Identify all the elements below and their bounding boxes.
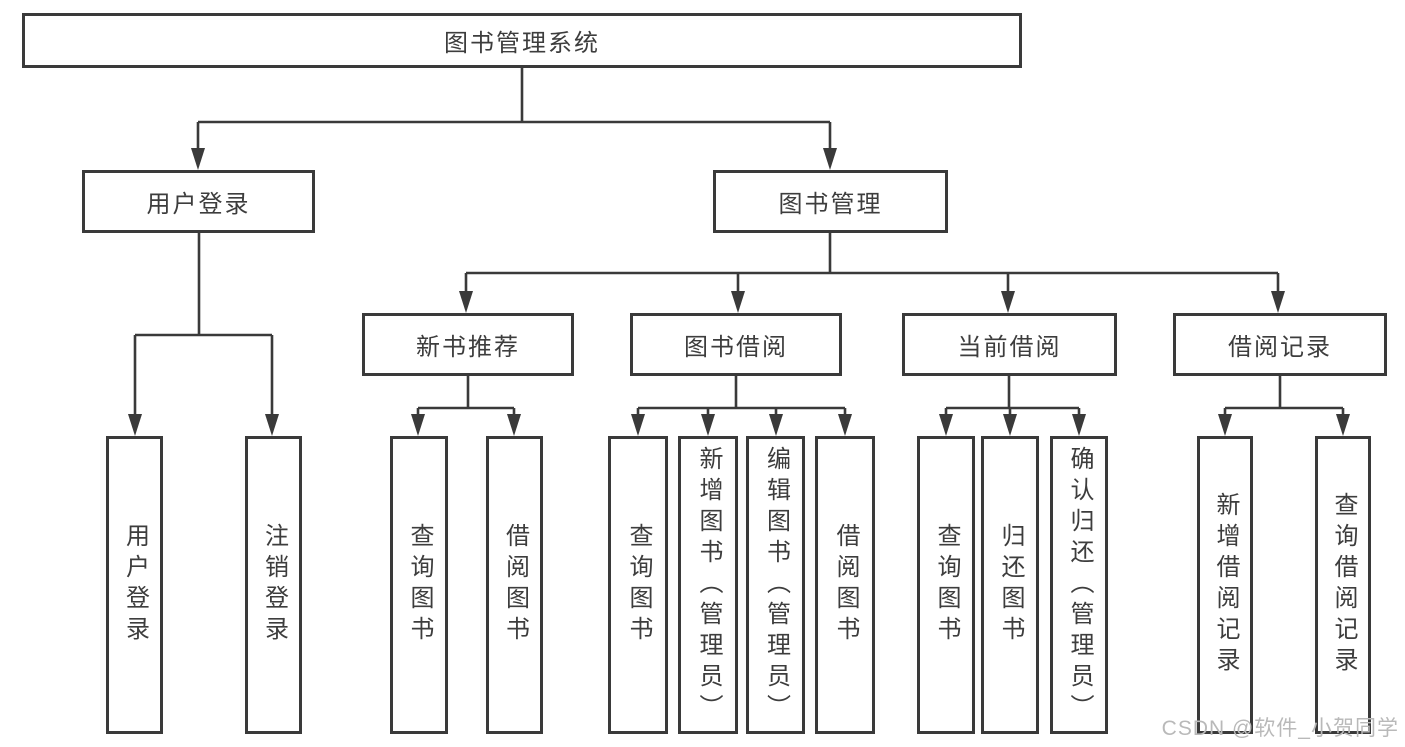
- leaf-return-books: 归还图书: [981, 436, 1039, 734]
- node-book-management: 图书管理: [713, 170, 948, 233]
- node-new-book-recommend: 新书推荐: [362, 313, 574, 376]
- leaf-logout: 注销登录: [245, 436, 302, 734]
- node-user-login: 用户登录: [82, 170, 315, 233]
- leaf-edit-books-admin: 编辑图书（管理员）: [746, 436, 805, 734]
- connector-user-login-leaves: [128, 233, 279, 436]
- node-root-system: 图书管理系统: [22, 13, 1022, 68]
- leaf-borrow-books-recommend: 借阅图书: [486, 436, 543, 734]
- connector-borrow-record-leaves: [1218, 376, 1350, 436]
- connector-new-book-leaves: [411, 376, 521, 436]
- connector-current-borrow-leaves: [939, 376, 1086, 436]
- leaf-query-borrow-record: 查询借阅记录: [1315, 436, 1371, 734]
- leaf-borrow-books: 借阅图书: [815, 436, 875, 734]
- leaf-query-books-borrow: 查询图书: [608, 436, 668, 734]
- node-borrow-record: 借阅记录: [1173, 313, 1387, 376]
- node-current-borrow: 当前借阅: [902, 313, 1117, 376]
- connector-management-to-level3: [459, 233, 1285, 313]
- leaf-query-books-current: 查询图书: [917, 436, 975, 734]
- leaf-query-books-recommend: 查询图书: [390, 436, 448, 734]
- connector-root-to-level2: [191, 68, 837, 170]
- connector-book-borrow-leaves: [631, 376, 852, 436]
- leaf-confirm-return-admin: 确认归还（管理员）: [1050, 436, 1108, 734]
- node-book-borrow: 图书借阅: [630, 313, 842, 376]
- csdn-watermark: CSDN @软件_小贺同学: [1161, 717, 1399, 740]
- leaf-add-borrow-record: 新增借阅记录: [1197, 436, 1253, 734]
- leaf-user-login: 用户登录: [106, 436, 163, 734]
- leaf-add-books-admin: 新增图书（管理员）: [678, 436, 738, 734]
